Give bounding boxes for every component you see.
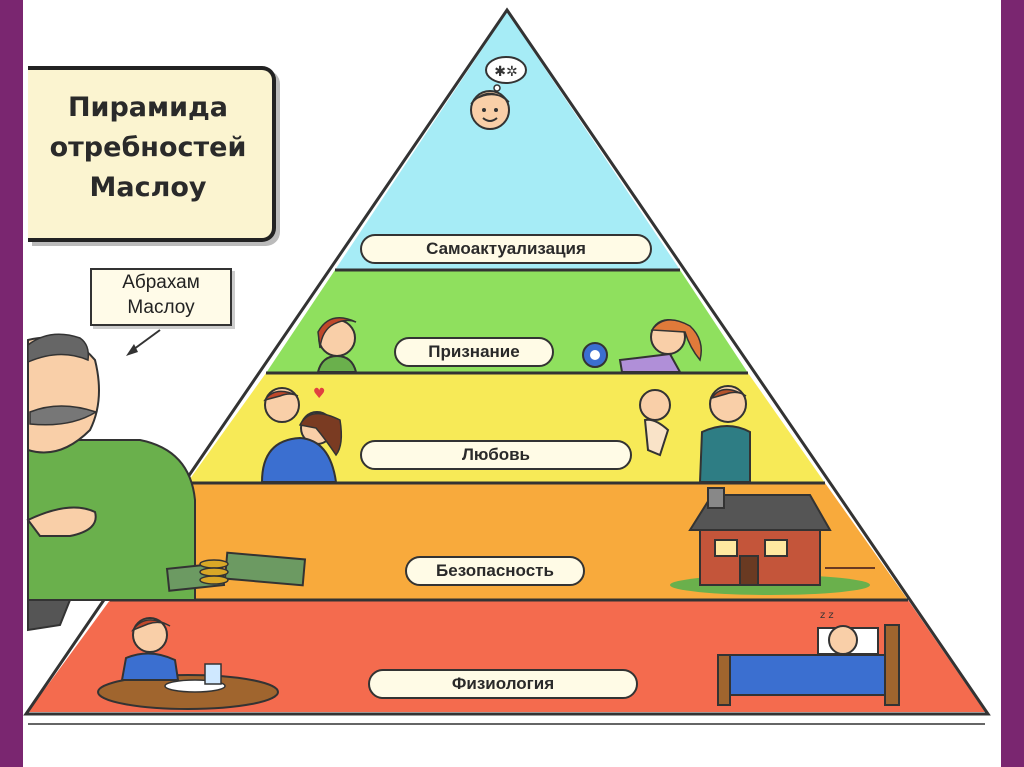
left-frame-bar: [0, 0, 23, 767]
svg-text:✱✲: ✱✲: [494, 64, 517, 80]
title-line-1: Пирамида: [67, 92, 229, 123]
right-frame-bar: [1001, 0, 1024, 767]
person-label: Абрахам Маслоу: [90, 270, 232, 320]
tier-recognition: [266, 270, 748, 373]
title-box: [28, 66, 276, 242]
person-label-box: [90, 268, 232, 326]
level-label-recognition: Признание: [394, 337, 554, 367]
hug-icon: ♥: [260, 386, 343, 483]
money-icon: [165, 551, 307, 592]
level-label-self-actualization: Самоактуализация: [360, 234, 652, 264]
person-label-line-2: Маслоу: [127, 297, 195, 318]
title-line-3: Маслоу: [89, 172, 207, 203]
maslow-pyramid-diagram: ✱✲ ♥: [23, 7, 991, 725]
level-label-love: Любовь: [360, 440, 632, 470]
sleeping-bed-icon: z z: [717, 610, 900, 706]
child-award-icon: [582, 319, 702, 373]
grandfather-icon: [26, 333, 196, 632]
level-label-safety: Безопасность: [405, 556, 585, 586]
child-eating-icon: [97, 617, 279, 710]
person-label-line-1: Абрахам: [122, 272, 200, 293]
father-baby-icon: [639, 385, 751, 483]
couple-icon: [316, 317, 358, 373]
house-icon: [670, 487, 875, 595]
svg-text:z z: z z: [820, 610, 834, 621]
boy-face-icon: [470, 90, 510, 130]
level-label-physiology: Физиология: [368, 669, 638, 699]
thought-bubble-icon: ✱✲: [485, 56, 527, 92]
diagram-title: Пирамида отребностей Маслоу: [38, 88, 258, 208]
svg-text:♥: ♥: [313, 386, 326, 402]
tier-self-actualization: [335, 12, 680, 270]
title-line-2: отребностей: [49, 132, 247, 163]
pointer-arrowhead: [126, 344, 138, 356]
